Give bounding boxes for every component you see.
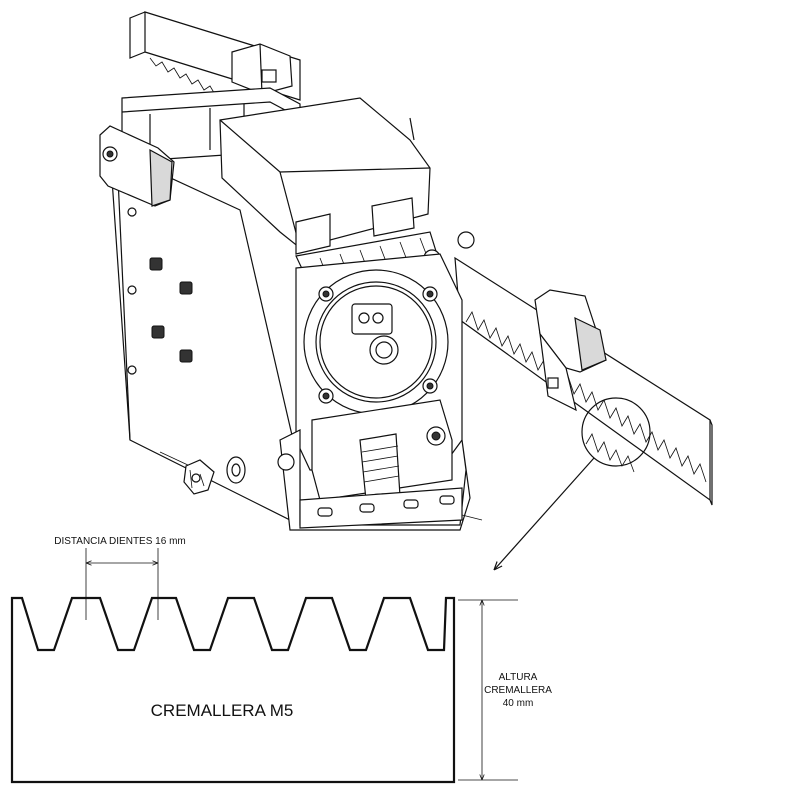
motor-flange-bolts bbox=[318, 286, 438, 404]
rack-profile-detail: CREMALLERA M5 bbox=[10, 596, 456, 784]
front-rack bbox=[454, 256, 713, 506]
rack-height-label-line3: 40 mm bbox=[503, 698, 534, 709]
rack-height-dimension: ALTURA CREMALLERA 40 mm bbox=[458, 599, 552, 781]
rear-limit-clamp bbox=[231, 43, 293, 95]
left-bumper-block bbox=[99, 125, 175, 207]
front-limit-clamp bbox=[534, 289, 607, 412]
detail-callout bbox=[494, 397, 651, 570]
terminal-block bbox=[351, 303, 393, 335]
motor-shaft bbox=[369, 335, 399, 365]
base-plate bbox=[277, 429, 483, 531]
rack-height-label-line1: ALTURA bbox=[499, 672, 538, 683]
plate-studs bbox=[127, 207, 193, 375]
tooth-distance-dimension: DISTANCIA DIENTES 16 mm bbox=[54, 536, 186, 620]
rack-name-label: CREMALLERA M5 bbox=[151, 701, 294, 720]
washer bbox=[226, 456, 246, 484]
tooth-distance-label: DISTANCIA DIENTES 16 mm bbox=[54, 536, 186, 547]
gear-motor-assembly bbox=[99, 11, 713, 570]
rack-height-label-line2: CREMALLERA bbox=[484, 685, 552, 696]
loose-screw bbox=[159, 451, 215, 495]
motor-cover bbox=[219, 97, 431, 255]
